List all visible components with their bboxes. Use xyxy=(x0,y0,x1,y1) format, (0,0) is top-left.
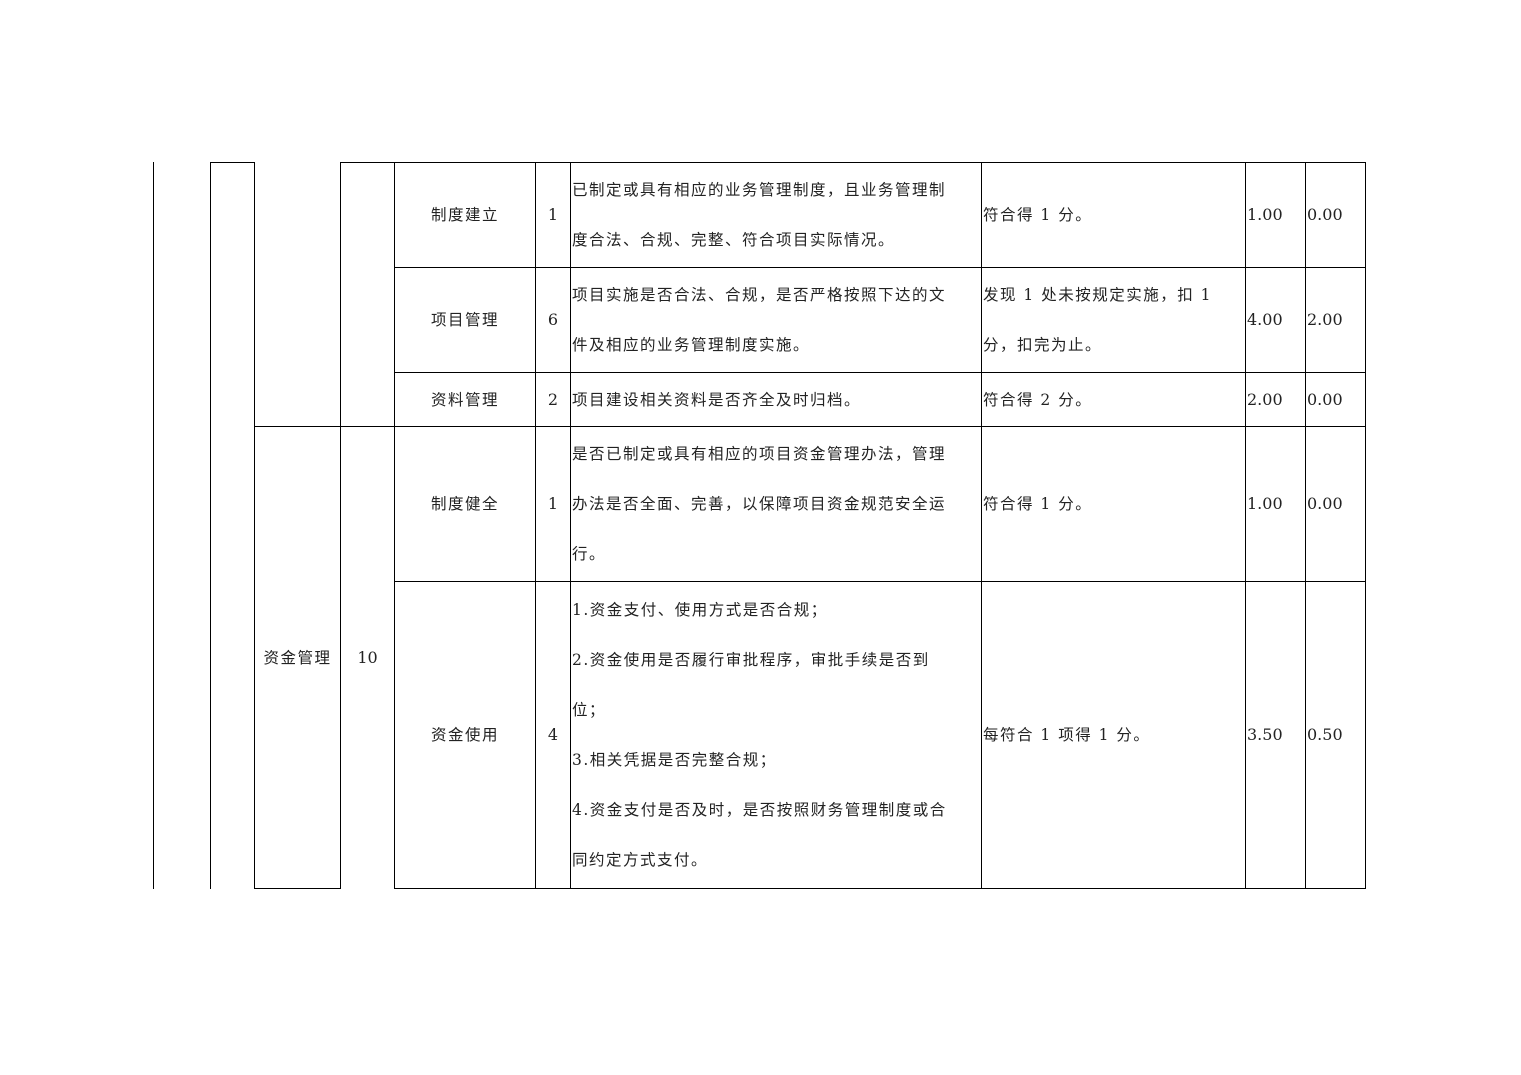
table-row-divider xyxy=(254,426,1366,427)
indicator-cell: 资金使用 xyxy=(394,581,536,889)
indicator-name: 制度建立 xyxy=(430,206,499,224)
deduction-value: 0.50 xyxy=(1307,725,1343,744)
table-border-bottom xyxy=(254,888,341,889)
table-border-right xyxy=(1365,162,1366,889)
score-cell: 1.00 xyxy=(1245,162,1305,268)
content-cell: 1.资金支付、使用方式是否合规； 2.资金使用是否履行审批程序，审批手续是否到 … xyxy=(572,581,981,889)
content-line: 项目建设相关资料是否齐全及时归档。 xyxy=(572,390,862,409)
content-line: 位； xyxy=(572,701,607,719)
indicator-cell: 项目管理 xyxy=(394,267,536,373)
group-weight: 10 xyxy=(357,647,378,667)
weight-cell: 4 xyxy=(535,581,571,889)
criteria-line: 每符合 1 项得 1 分。 xyxy=(983,726,1151,744)
score-cell: 1.00 xyxy=(1245,426,1305,582)
content-line: 行。 xyxy=(572,545,607,563)
weight-value: 1 xyxy=(547,205,559,224)
table-column-divider xyxy=(535,162,536,889)
content-line: 是否已制定或具有相应的项目资金管理办法，管理 xyxy=(572,445,947,463)
weight-value: 2 xyxy=(547,389,559,409)
criteria-line: 符合得 1 分。 xyxy=(983,495,1093,513)
criteria-cell: 符合得 1 分。 xyxy=(983,426,1245,582)
content-line: 已制定或具有相应的业务管理制度，且业务管理制 xyxy=(572,181,947,199)
content-line: 4.资金支付是否及时，是否按照财务管理制度或合 xyxy=(572,801,947,819)
table-column-divider xyxy=(1245,162,1246,889)
criteria-cell: 符合得 2 分。 xyxy=(983,372,1245,427)
content-line: 办法是否全面、完善，以保障项目资金规范安全运 xyxy=(572,495,947,513)
deduction-value: 0.00 xyxy=(1307,205,1343,224)
content-line: 3.相关凭据是否完整合规； xyxy=(572,751,777,769)
criteria-line: 分，扣完为止。 xyxy=(983,336,1103,354)
table-border-top xyxy=(210,162,255,163)
score-cell: 3.50 xyxy=(1245,581,1305,889)
content-cell: 是否已制定或具有相应的项目资金管理办法，管理 办法是否全面、完善，以保障项目资金… xyxy=(572,426,981,582)
indicator-name: 资金使用 xyxy=(430,726,499,744)
content-cell: 项目建设相关资料是否齐全及时归档。 xyxy=(572,372,981,427)
weight-cell: 6 xyxy=(535,267,571,373)
score-cell: 4.00 xyxy=(1245,267,1305,373)
table-row-divider xyxy=(394,267,1366,268)
table-border-bottom xyxy=(394,888,1366,889)
deduction-cell: 2.00 xyxy=(1305,267,1365,373)
score-value: 1.00 xyxy=(1247,205,1283,224)
content-line: 同约定方式支付。 xyxy=(572,851,709,869)
content-cell: 已制定或具有相应的业务管理制度，且业务管理制 度合法、合规、完整、符合项目实际情… xyxy=(572,162,981,268)
content-cell: 项目实施是否合法、合规，是否严格按照下达的文 件及相应的业务管理制度实施。 xyxy=(572,267,981,373)
table-border-top xyxy=(340,162,1366,163)
weight-cell: 2 xyxy=(535,372,571,427)
criteria-cell: 每符合 1 项得 1 分。 xyxy=(983,581,1245,889)
table-column-divider xyxy=(394,162,395,889)
weight-value: 1 xyxy=(547,494,559,513)
deduction-value: 0.00 xyxy=(1307,494,1343,513)
indicator-cell: 制度健全 xyxy=(394,426,536,582)
table-row-divider xyxy=(394,581,1366,582)
group-name-cell: 资金管理 xyxy=(254,426,341,889)
group-weight-cell: 10 xyxy=(340,426,395,889)
table-row-divider xyxy=(394,372,1366,373)
deduction-cell: 0.50 xyxy=(1305,581,1365,889)
score-value: 4.00 xyxy=(1247,310,1283,329)
indicator-cell: 制度建立 xyxy=(394,162,536,268)
score-value: 1.00 xyxy=(1247,494,1283,513)
score-cell: 2.00 xyxy=(1245,372,1305,427)
weight-cell: 1 xyxy=(535,162,571,268)
deduction-value: 0.00 xyxy=(1307,389,1343,409)
table-column-divider xyxy=(1305,162,1306,889)
weight-value: 6 xyxy=(547,310,559,329)
criteria-cell: 符合得 1 分。 xyxy=(983,162,1245,268)
content-line: 件及相应的业务管理制度实施。 xyxy=(572,336,811,354)
table-column-divider xyxy=(254,162,255,889)
deduction-cell: 0.00 xyxy=(1305,162,1365,268)
score-value: 3.50 xyxy=(1247,725,1283,744)
table-border-left-inner xyxy=(210,162,211,889)
indicator-cell: 资料管理 xyxy=(394,372,536,427)
content-line: 1.资金支付、使用方式是否合规； xyxy=(572,601,828,619)
deduction-cell: 0.00 xyxy=(1305,372,1365,427)
criteria-line: 符合得 1 分。 xyxy=(983,206,1093,224)
deduction-value: 2.00 xyxy=(1307,310,1343,329)
criteria-line: 符合得 2 分。 xyxy=(983,390,1093,409)
group-name: 资金管理 xyxy=(263,648,332,667)
content-line: 度合法、合规、完整、符合项目实际情况。 xyxy=(572,231,896,249)
indicator-name: 资料管理 xyxy=(430,390,499,409)
table-column-divider xyxy=(340,162,341,889)
indicator-name: 项目管理 xyxy=(430,311,499,329)
weight-cell: 1 xyxy=(535,426,571,582)
criteria-line: 发现 1 处未按规定实施，扣 1 xyxy=(983,286,1213,304)
deduction-cell: 0.00 xyxy=(1305,426,1365,582)
score-value: 2.00 xyxy=(1247,389,1283,409)
content-line: 项目实施是否合法、合规，是否严格按照下达的文 xyxy=(572,286,947,304)
table-column-divider xyxy=(981,162,982,889)
indicator-name: 制度健全 xyxy=(430,495,499,513)
content-line: 2.资金使用是否履行审批程序，审批手续是否到 xyxy=(572,651,930,669)
criteria-cell: 发现 1 处未按规定实施，扣 1 分，扣完为止。 xyxy=(983,267,1245,373)
table-border-left-outer xyxy=(153,162,154,889)
table-column-divider xyxy=(570,162,571,889)
weight-value: 4 xyxy=(547,725,559,744)
